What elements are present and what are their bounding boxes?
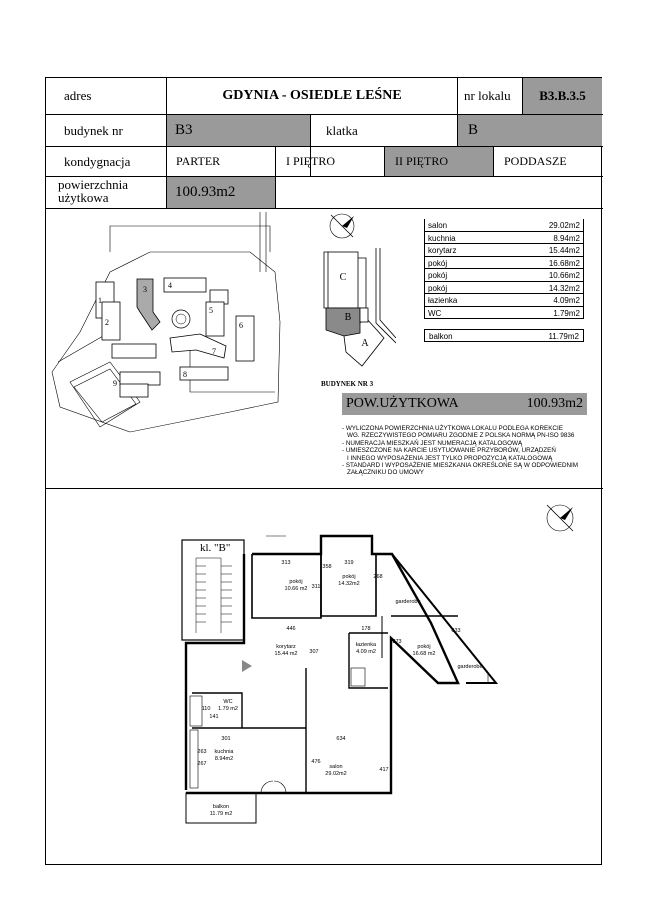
dimension-label: 110 [202,706,211,712]
room-salon-area: 29.02m2 [325,771,346,777]
section-a-label: A [361,338,369,349]
section-c-label: C [340,272,347,283]
dimension-label: 633 [451,628,460,634]
room-lazienka-area: 4.09 m2 [356,649,376,655]
room-korytarz-area: 15.44 m2 [275,651,298,657]
floor-plan: kl. "B" pokój 10.66 m2 pokój 14.32m2 pok… [181,534,499,824]
dimension-label: 268 [373,574,382,580]
dimension-label: 263 [197,749,206,755]
building-2-label: 2 [105,318,109,327]
level-parter: PARTER [176,154,221,168]
room-pokoj-3-area: 16.68 m2 [413,651,436,657]
compass-icon [329,213,355,239]
building-9-label: 9 [113,379,117,388]
room-korytarz-name: korytarz [276,644,296,650]
compass-icon [546,504,574,532]
room-pokoj-3-name: pokój [417,644,430,650]
dimension-label: 373 [392,639,401,645]
powierzchnia-label: powierzchnia użytkowa [58,177,129,205]
dimension-label: 417 [379,767,388,773]
room-balkon-area: 11.79 m2 [210,811,233,817]
adres-value: GDYNIA - OSIEDLE LEŚNE [222,88,402,103]
budynek-label: budynek nr [64,122,123,138]
dimension-label: 313 [281,560,290,566]
powierzchnia-value: 100.93m2 [167,177,275,208]
building-4-label: 4 [168,281,172,290]
room-kuchnia-name: kuchnia [215,749,235,755]
key-plan-caption: BUDYNEK NR 3 [321,380,374,388]
room-lazienka-name: łazienka [356,642,377,648]
dimension-label: 307 [309,649,318,655]
garderobe-label: garderobe [395,599,420,605]
building-3-label: 3 [143,285,147,294]
apartment-card: adres GDYNIA - OSIEDLE LEŚNE nr lokalu B… [45,77,603,865]
dimension-label: 267 [197,761,206,767]
dimension-label: 141 [209,714,218,720]
building-8-label: 8 [183,370,187,379]
room-wc-name: WC [223,699,232,705]
dimension-label: 446 [286,626,295,632]
level-ii-pietro-selected: II PIĘTRO [385,147,493,176]
room-pokoj-1-name: pokój [289,579,302,585]
nr-lokalu-value: B3.B.3.5 [523,78,602,114]
dimension-label: 178 [361,626,370,632]
klatka-value: B [458,115,602,146]
adres-label: adres [64,88,92,103]
room-pokoj-1-area: 10.66 m2 [285,586,308,592]
room-balkon-name: balkon [213,804,229,810]
dimension-label: 634 [336,736,345,742]
key-plan: C B A [323,248,396,367]
dimension-label: 311 [312,584,321,590]
level-poddasze: PODDASZE [504,154,567,168]
building-1-label: 1 [98,296,102,305]
nr-lokalu-label: nr lokalu [464,88,511,103]
building-6-label: 6 [239,321,243,330]
room-pokoj-2-area: 14.32m2 [338,581,359,587]
kondygnacja-label: kondygnacja [64,153,131,169]
dimension-label: 319 [344,560,353,566]
level-i-pietro: I PIĘTRO [286,154,335,168]
room-salon-name: salon [329,764,342,770]
building-5-label: 5 [209,306,213,315]
room-wc-area: 1.79 m2 [218,706,238,712]
klatka-label: klatka [326,122,358,138]
dimension-label: 476 [311,759,320,765]
dimension-label: 301 [221,736,230,742]
notes: - WYLICZONA POWIERZCHNIA UŻYTKOWA LOKALU… [342,425,579,477]
building-7-label: 7 [212,347,216,356]
room-pokoj-2-name: pokój [342,574,355,580]
site-plan: 1 2 3 4 5 6 7 8 9 [51,212,281,433]
stair-label: kl. "B" [200,542,230,554]
section-b-label: B [345,312,352,323]
garderobe-label: garderobe [457,664,482,670]
room-kuchnia-area: 8.94m2 [215,756,233,762]
pow-uzytkowa-banner: POW.UŻYTKOWA 100.93m2 [342,393,587,415]
budynek-value: B3 [167,115,310,146]
dimension-label: 358 [322,564,331,570]
